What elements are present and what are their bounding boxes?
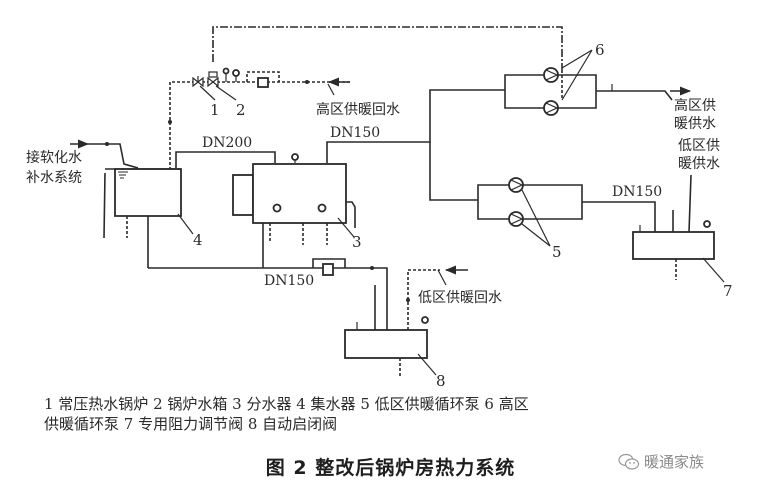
figure-legend: 1 常压热水锅炉 2 锅炉水箱 3 分水器 4 集水器 5 低区供暖循环泵 6 …	[44, 394, 744, 434]
callout-2: 4	[193, 231, 203, 249]
water-distributor-3	[632, 174, 715, 280]
figure-caption: 图 2 整改后锅炉房热力系统	[265, 457, 516, 479]
low-zone-circulation-pumps-5	[477, 177, 583, 227]
low-zone-supply-pipe	[582, 201, 656, 232]
legend-line-1: 1 常压热水锅炉 2 锅炉水箱 3 分水器 4 集水器 5 低区供暖循环泵 6 …	[44, 395, 529, 413]
dn200-label: DN200	[202, 135, 252, 151]
callout-6: 6	[595, 41, 605, 59]
auto-shutoff-valve-8	[207, 71, 219, 88]
high-zone-return-label: 高区供暖回水	[316, 101, 400, 118]
callout-4: 8	[436, 372, 446, 390]
bottom-return-pipe	[148, 267, 388, 330]
makeup-water-label-line1: 接软化水	[26, 149, 82, 166]
low-zone-return-label: 低区供暖回水	[418, 290, 502, 306]
callout-leader-7	[199, 85, 216, 101]
callout-leader-8	[215, 85, 237, 101]
dn200-pipe	[175, 151, 276, 168]
high-zone-return-pipe	[168, 67, 350, 210]
high-zone-supply-label-line2: 暖供水	[674, 116, 716, 132]
callout-3: 7	[723, 282, 733, 300]
low-zone-return-leader	[437, 269, 447, 286]
callout-leader-3	[702, 257, 725, 283]
callout-leader-5	[521, 189, 551, 247]
wechat-icon	[618, 453, 640, 470]
high-zone-return-leader	[327, 83, 335, 96]
atmospheric-hot-water-boiler-1	[232, 153, 356, 245]
callout-leader-1	[337, 217, 355, 238]
low-zone-supply-label-line1: 低区供	[678, 138, 720, 154]
callout-leader-2	[177, 213, 194, 235]
callout-8: 2	[236, 101, 246, 119]
high-zone-circulation-pumps-6	[504, 67, 597, 116]
makeup-water-label-line2: 补水系统	[26, 170, 82, 186]
high-zone-supply-label-line1: 高区供	[674, 97, 716, 114]
dn150-bottom-label: DN150	[264, 273, 314, 289]
watermark: 暖通家族	[618, 451, 704, 472]
dn150-low-supply-label: DN150	[612, 184, 662, 200]
dn150-boiler-out-label: DN150	[330, 125, 380, 141]
watermark-text: 暖通家族	[644, 453, 705, 471]
legend-line-2: 供暖循环泵 7 专用阻力调节阀 8 自动启闭阀	[44, 415, 338, 433]
makeup-water-pipe	[70, 139, 139, 239]
callout-5: 5	[552, 243, 562, 261]
boiler-water-tank-2	[105, 168, 182, 268]
low-zone-pump-feed-pipe	[429, 142, 478, 201]
water-collector-4	[344, 265, 468, 377]
low-zone-supply-label-line2: 暖供水	[678, 156, 720, 172]
callout-7: 1	[210, 101, 220, 119]
callout-1: 3	[352, 233, 362, 251]
control-signal-line	[212, 26, 563, 70]
callout-leader-6	[561, 49, 593, 101]
callout-leader-4	[417, 353, 437, 376]
resistance-control-valve-7	[192, 76, 204, 88]
dirt-separator	[312, 258, 346, 276]
high-zone-supply-pipe	[596, 90, 673, 101]
